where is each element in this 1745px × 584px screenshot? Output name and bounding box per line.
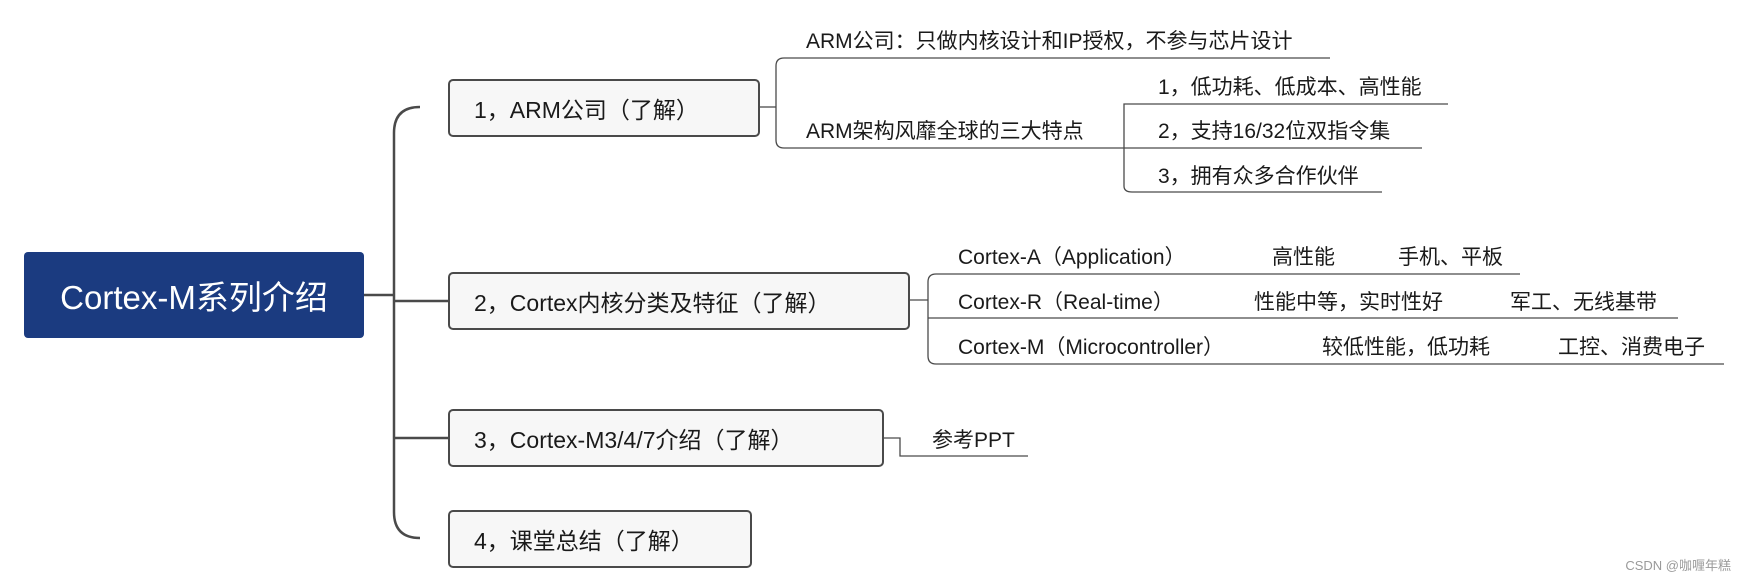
leaf-arm-business[interactable]: ARM公司：只做内核设计和IP授权，不参与芯片设计 — [806, 30, 1293, 53]
root-node[interactable]: Cortex-M系列介绍 — [24, 252, 364, 338]
leaf-cortex-m-use[interactable]: 工控、消费电子 — [1558, 336, 1705, 359]
watermark: CSDN @咖喱年糕 — [1625, 558, 1731, 573]
leaf-cortex-r-feature[interactable]: 性能中等，实时性好 — [1254, 291, 1443, 314]
trunk-line — [392, 105, 421, 540]
branch-summary[interactable]: 4，课堂总结（了解） — [448, 510, 752, 568]
leaf-feature-2[interactable]: 2，支持16/32位双指令集 — [1158, 120, 1391, 143]
leaf-arm-three-features[interactable]: ARM架构风靡全球的三大特点 — [806, 120, 1084, 143]
leaf-cortex-m[interactable]: Cortex-M（Microcontroller） — [958, 336, 1225, 359]
branch-cortex-classification[interactable]: 2，Cortex内核分类及特征（了解） — [448, 272, 910, 330]
leaf-cortex-r-use[interactable]: 军工、无线基带 — [1510, 291, 1657, 314]
leaf-cortex-a-use[interactable]: 手机、平板 — [1398, 246, 1503, 269]
leaf-feature-3[interactable]: 3，拥有众多合作伙伴 — [1158, 165, 1359, 188]
branch-cortex-m-intro[interactable]: 3，Cortex-M3/4/7介绍（了解） — [448, 409, 884, 467]
branch-arm-company[interactable]: 1，ARM公司（了解） — [448, 79, 760, 137]
leaf-cortex-a-feature[interactable]: 高性能 — [1272, 246, 1335, 269]
leaf-cortex-r[interactable]: Cortex-R（Real-time） — [958, 291, 1174, 314]
leaf-reference-ppt[interactable]: 参考PPT — [932, 429, 1015, 452]
leaf-feature-1[interactable]: 1，低功耗、低成本、高性能 — [1158, 76, 1422, 99]
leaf-cortex-a[interactable]: Cortex-A（Application） — [958, 246, 1186, 269]
leaf-cortex-m-feature[interactable]: 较低性能，低功耗 — [1322, 336, 1490, 359]
